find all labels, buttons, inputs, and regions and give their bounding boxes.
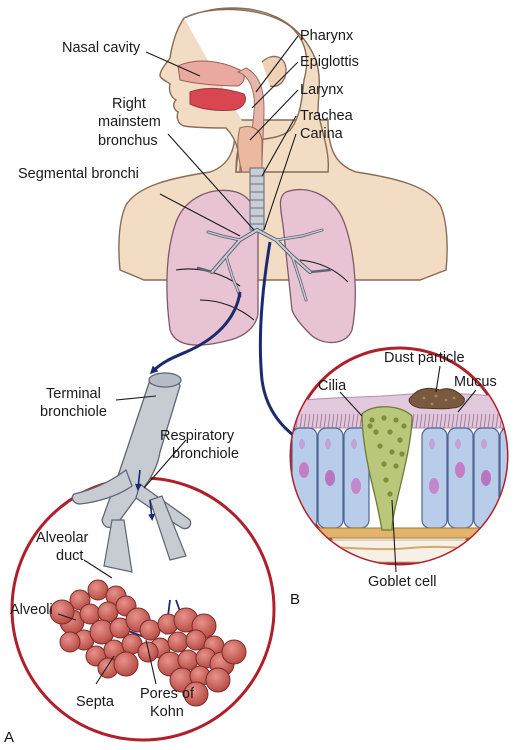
label-epiglottis: Epiglottis [300,54,359,70]
label-terminal-bronchiole-2: bronchiole [40,404,107,420]
alveolus [113,651,139,677]
alveolus [167,631,189,653]
oral-cavity-shape [189,87,247,111]
alveoli-cluster [49,579,247,707]
label-pores-of-kohn-2: Kohn [150,704,184,720]
label-alveolar-duct-1: Alveolar [36,530,89,546]
label-right-mainstem-bronchus-1: Right [112,96,146,112]
right-lung [166,189,259,346]
alveolus [221,639,247,665]
label-goblet-cell: Goblet cell [368,574,437,590]
label-pharynx: Pharynx [300,28,354,44]
label-mucus: Mucus [454,374,497,390]
epithelium-illustration [291,387,507,563]
label-right-mainstem-bronchus-3: bronchus [98,133,158,149]
dust-particle-shape [408,387,465,410]
alveolus [137,641,159,663]
left-lung [279,188,356,344]
label-right-mainstem-bronchus-2: mainstem [98,114,161,130]
label-terminal-bronchiole-1: Terminal [46,386,101,402]
bronchiole-illustration [71,372,192,641]
label-dust-particle: Dust particle [384,350,465,366]
bronchial-tree-fill [207,229,323,301]
label-cilia: Cilia [318,378,347,394]
alveolus [205,667,231,693]
panel-label-b: B [290,591,300,608]
ear [261,55,287,88]
alveolus [87,579,109,601]
arrow-to-epithelium [258,241,303,442]
alveolus [49,599,75,625]
alveolus [185,629,207,651]
leader-lines [57,35,477,685]
label-alveoli: Alveoli [10,602,53,618]
arrow-to-bronchiole [149,291,242,375]
label-septa: Septa [76,694,115,710]
nasal-cavity-shape [177,60,245,87]
larynx-shape [237,126,263,173]
label-nasal-cavity: Nasal cavity [62,40,141,56]
alveolus [59,631,81,653]
label-trachea: Trachea [300,108,354,124]
label-respiratory-bronchiole-1: Respiratory [160,428,235,444]
epithelial-cell [499,427,507,529]
labels: Nasal cavity Pharynx Epiglottis Larynx R… [4,28,497,746]
label-segmental-bronchi: Segmental bronchi [18,166,139,182]
trachea [249,167,265,231]
label-alveolar-duct-2: duct [56,548,83,564]
panel-label-a: A [4,729,14,746]
head-silhouette [183,7,330,173]
label-respiratory-bronchiole-2: bronchiole [172,446,239,462]
label-larynx: Larynx [300,82,344,98]
label-carina: Carina [300,126,344,142]
alveolus [183,681,209,707]
label-pores-of-kohn-1: Pores of [140,686,195,702]
alveolus [139,619,161,641]
